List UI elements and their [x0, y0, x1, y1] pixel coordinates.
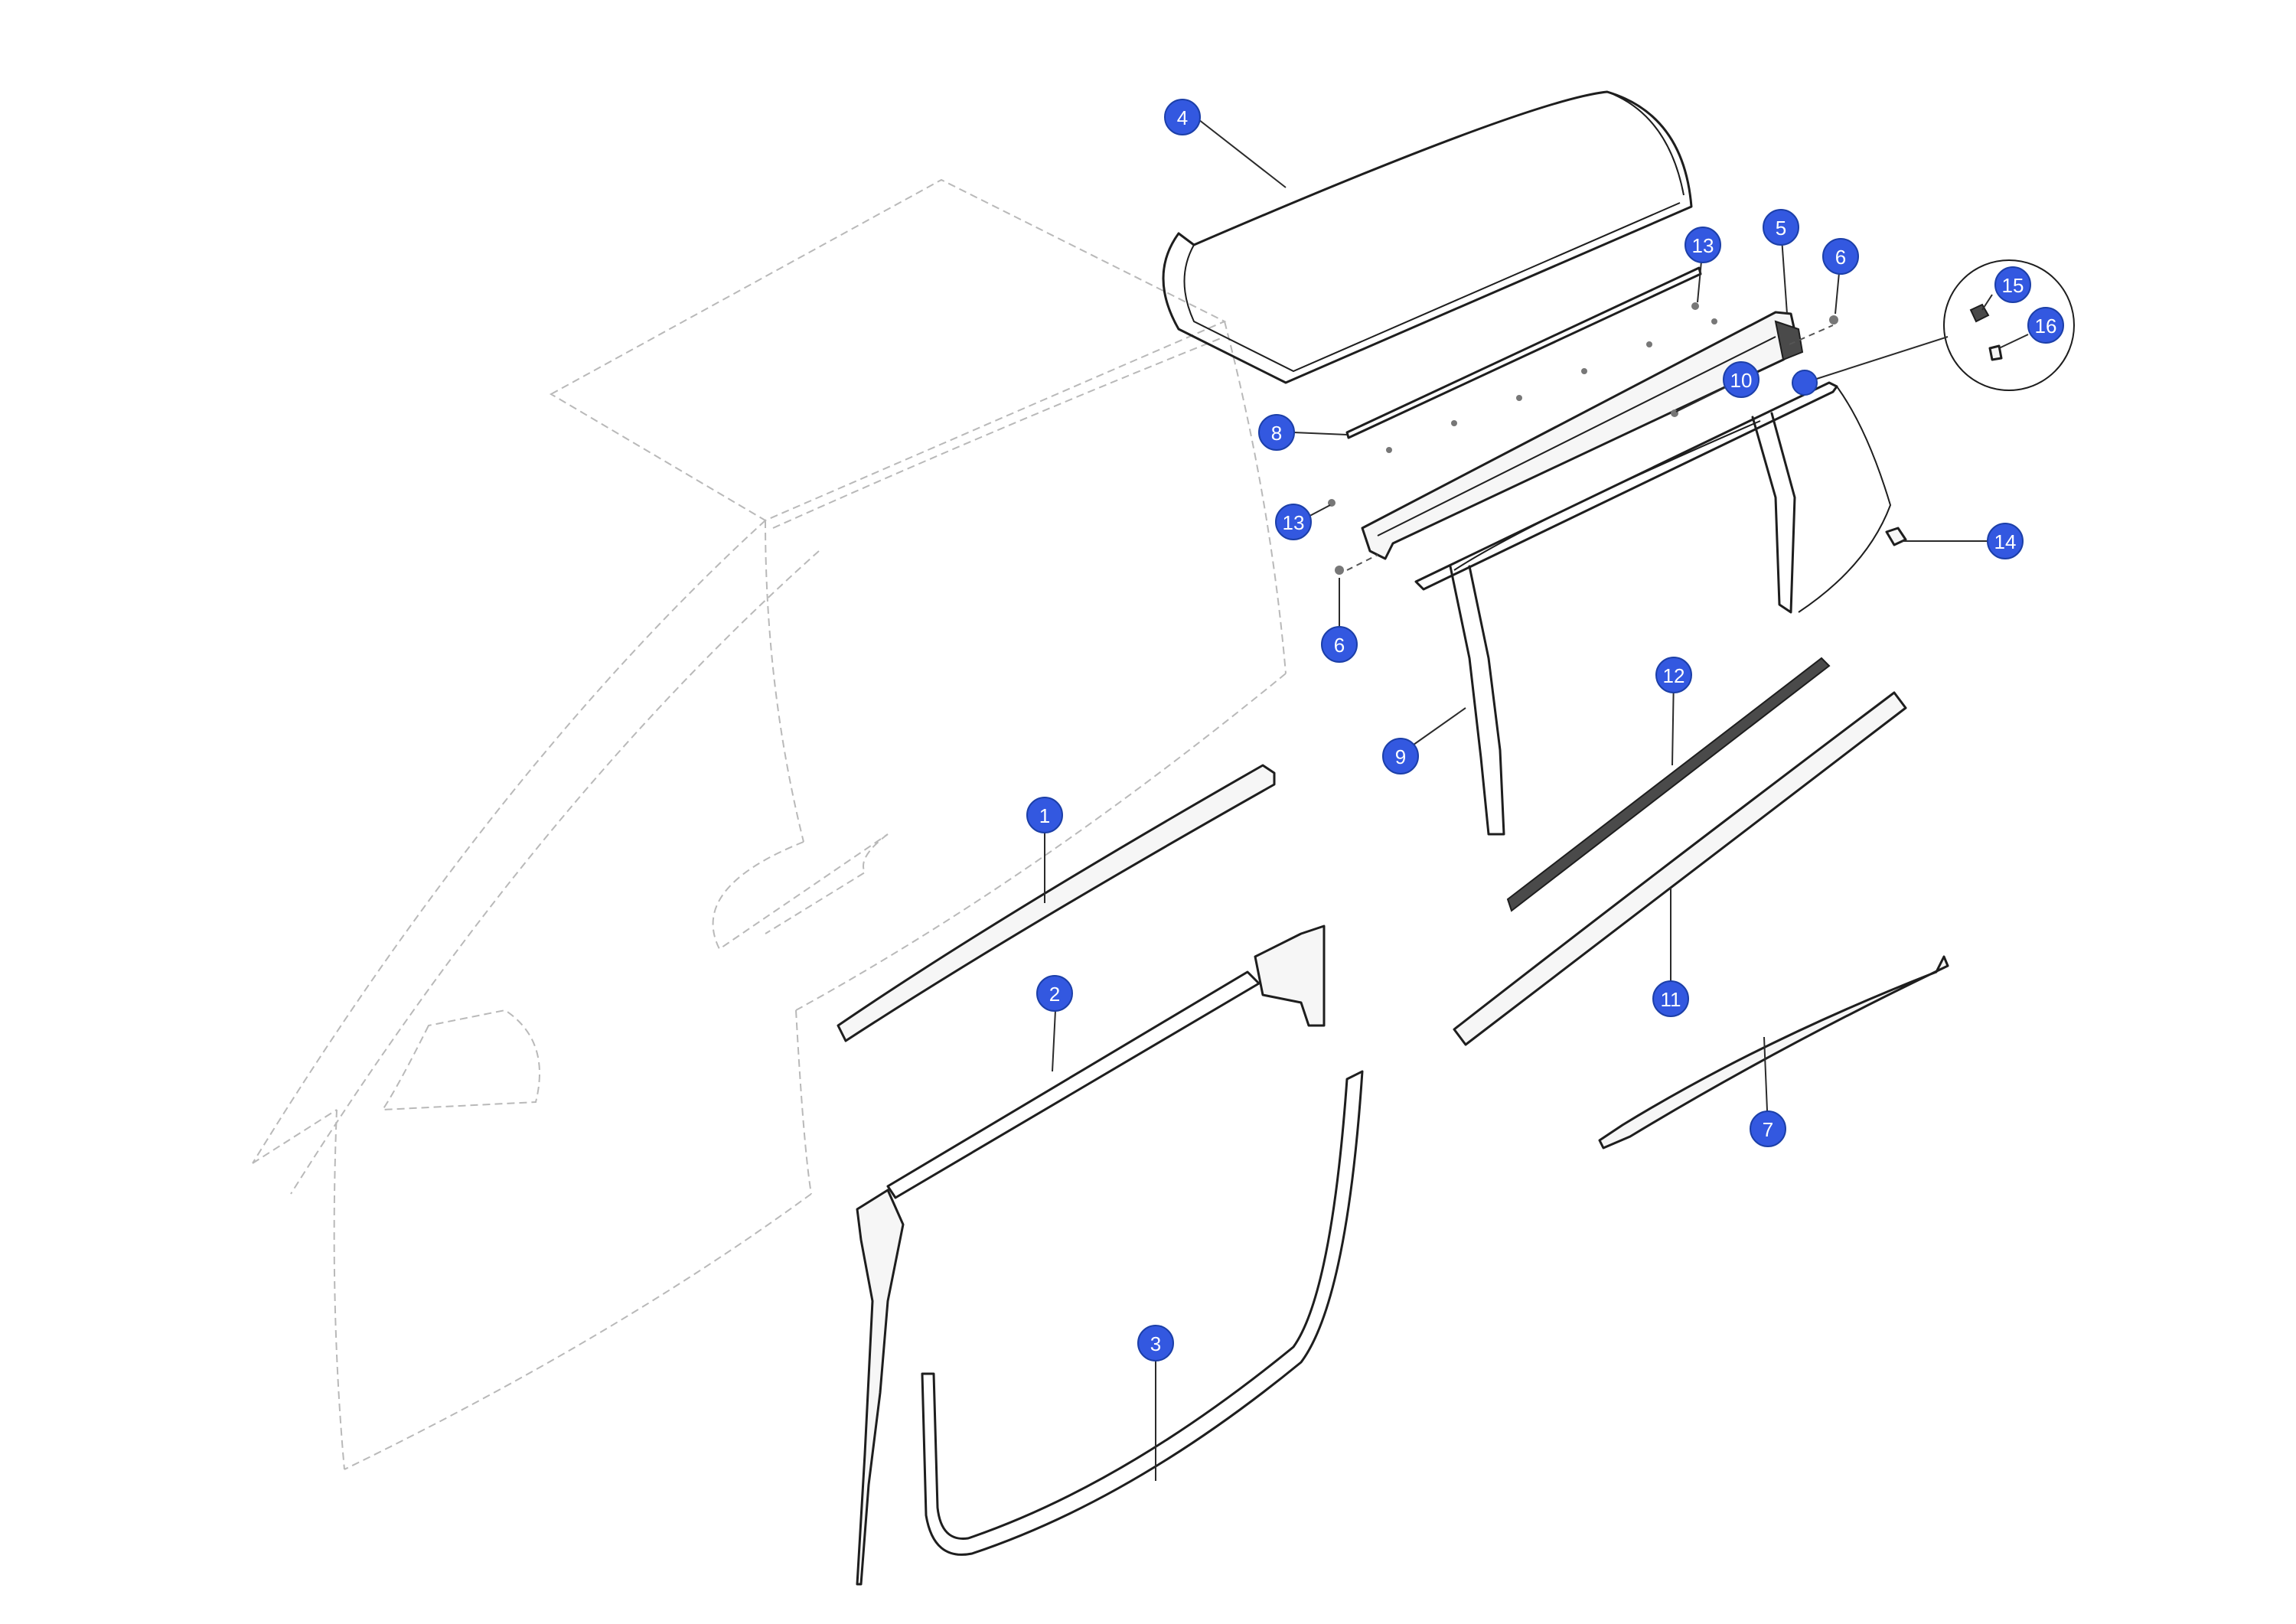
callout-number: 4 — [1177, 106, 1188, 129]
callout-balloon — [1723, 361, 1760, 398]
callout-number: 9 — [1395, 745, 1406, 768]
callout-balloon — [1750, 1110, 1786, 1147]
window-glass — [1798, 386, 1892, 613]
callout-13-14: 13 — [1275, 504, 1312, 540]
callout-balloon — [1652, 980, 1689, 1017]
callout-16-17: 16 — [2027, 307, 2064, 344]
callout-number: 13 — [1692, 234, 1714, 257]
callout-5-4: 5 — [1763, 209, 1799, 246]
vehicle-body-outline — [252, 178, 1287, 1470]
callout-balloon — [1258, 414, 1295, 451]
callout-balloon — [1655, 657, 1692, 693]
part-7-lower-trim — [1598, 955, 1949, 1150]
callout-2-1: 2 — [1036, 975, 1073, 1012]
callout-6-6: 6 — [1321, 626, 1358, 663]
callout-number: 6 — [1835, 246, 1846, 269]
callout-balloon — [1987, 523, 2024, 559]
callout-balloon — [1036, 975, 1073, 1012]
part-1-front-belt-molding — [837, 764, 1276, 1042]
part-3-door-seal — [921, 1070, 1364, 1556]
callout-balloon — [1137, 1325, 1174, 1361]
part-9-window-frame — [1414, 381, 1838, 836]
callout-13-13: 13 — [1684, 227, 1721, 263]
callout-1-0: 1 — [1026, 797, 1063, 833]
callout-9-9: 9 — [1382, 738, 1419, 774]
callout-balloon — [1684, 227, 1721, 263]
callout-balloon — [1164, 99, 1201, 135]
part-11-outer-belt-molding — [1453, 691, 1907, 1046]
callout-number: 2 — [1049, 983, 1060, 1006]
part-5-roof-rail — [1361, 311, 1804, 560]
callout-balloon — [1792, 370, 1818, 396]
part-2-front-glass-channel — [856, 925, 1326, 1586]
callout-balloon — [1275, 504, 1312, 540]
callout-14-15: 14 — [1987, 523, 2024, 559]
part-4-roof-seal — [1162, 90, 1693, 384]
callout-number: 8 — [1271, 422, 1282, 445]
callout-number: 16 — [2035, 315, 2057, 338]
callout-8-8: 8 — [1258, 414, 1295, 451]
part-14-clip — [1885, 527, 1907, 546]
callout-6-5: 6 — [1822, 238, 1859, 275]
callout-12-12: 12 — [1655, 657, 1692, 693]
callout-balloon — [2027, 307, 2064, 344]
callout-balloon — [1382, 738, 1419, 774]
callout-number: 12 — [1663, 664, 1685, 687]
callout-number: 1 — [1039, 804, 1050, 827]
callout-11-11: 11 — [1652, 980, 1689, 1017]
callout-number: 3 — [1150, 1332, 1161, 1355]
part-12-inner-belt-strip — [1506, 657, 1831, 912]
callout-balloon — [1822, 238, 1859, 275]
callout-number: 11 — [1661, 988, 1681, 1011]
callout-number: 7 — [1763, 1118, 1773, 1141]
callout-4-3: 4 — [1164, 99, 1201, 135]
callout-number: 5 — [1776, 217, 1786, 240]
callout-number: 14 — [1994, 530, 2017, 553]
callout-15-16: 15 — [1994, 266, 2031, 303]
callout-blank-18 — [1792, 370, 1818, 396]
callout-balloon — [1994, 266, 2031, 303]
leader-lines — [1044, 116, 2029, 1481]
callout-balloon — [1763, 209, 1799, 246]
callout-number: 13 — [1283, 511, 1305, 534]
callout-balloon — [1026, 797, 1063, 833]
callout-3-2: 3 — [1137, 1325, 1174, 1361]
detail-circle — [1943, 259, 2075, 391]
callout-7-7: 7 — [1750, 1110, 1786, 1147]
callout-balloon — [1321, 626, 1358, 663]
callout-number: 15 — [2002, 274, 2024, 297]
callout-10-10: 10 — [1723, 361, 1760, 398]
callout-number: 10 — [1730, 369, 1753, 392]
callout-number: 6 — [1334, 634, 1345, 657]
